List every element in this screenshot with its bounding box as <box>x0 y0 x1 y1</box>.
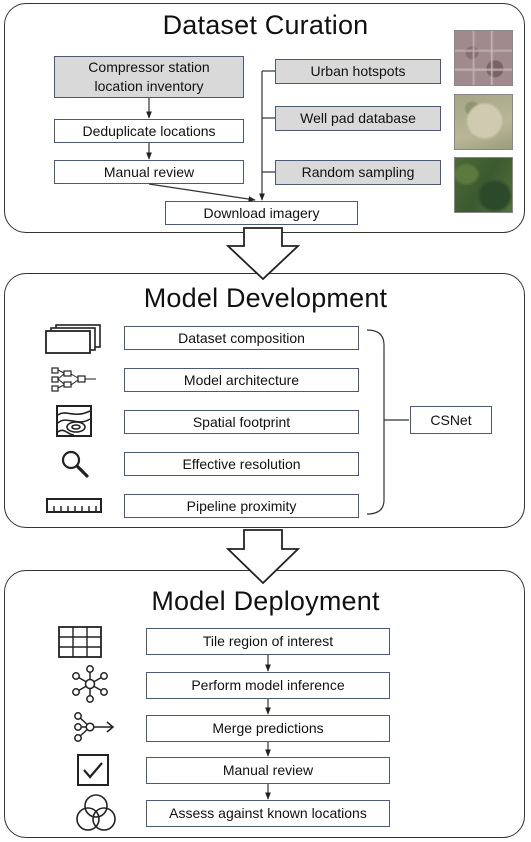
csnet-box: CSNet <box>410 406 492 434</box>
deploy-step-tile-region: Tile region of interest <box>146 628 390 655</box>
big-arrow-development-to-deployment <box>225 529 301 585</box>
source-urban-hotspots: Urban hotspots <box>275 59 441 84</box>
source-well-pad-database: Well pad database <box>275 106 441 131</box>
checkbox-icon <box>77 754 109 786</box>
layers-icon <box>45 324 101 354</box>
deploy-step-model-inference: Perform model inference <box>146 672 390 699</box>
dev-item-pipeline-proximity: Pipeline proximity <box>124 494 359 518</box>
development-title: Model Development <box>143 283 388 313</box>
dev-item-spatial-footprint: Spatial footprint <box>124 410 359 434</box>
grid-icon <box>58 626 102 658</box>
arrow-review-download <box>148 183 256 202</box>
deploy-step-manual-review: Manual review <box>146 757 390 784</box>
random-satellite-thumbnail <box>454 157 513 213</box>
dev-bracket <box>366 329 385 515</box>
network-icon <box>72 665 108 703</box>
deployment-title: Model Deployment <box>151 586 380 616</box>
ruler-icon <box>46 498 102 513</box>
dedupe-box: Deduplicate locations <box>54 119 244 143</box>
big-arrow-curation-to-development <box>225 227 301 281</box>
inventory-box: Compressor station location inventory <box>54 56 244 98</box>
merge-icon <box>74 712 115 742</box>
model-deployment-panel <box>4 570 525 838</box>
download-imagery-box: Download imagery <box>165 201 358 225</box>
architecture-icon <box>51 367 96 392</box>
dev-item-effective-resolution: Effective resolution <box>124 452 359 476</box>
dev-item-model-architecture: Model architecture <box>124 368 359 392</box>
footprint-icon <box>56 405 92 437</box>
deploy-step-assess: Assess against known locations <box>146 800 390 827</box>
manual-review-box: Manual review <box>54 160 244 184</box>
source-random-sampling: Random sampling <box>275 160 441 185</box>
deploy-step-merge-predictions: Merge predictions <box>146 715 390 742</box>
venn-icon <box>76 794 116 831</box>
wellpad-satellite-thumbnail <box>454 94 513 150</box>
urban-satellite-thumbnail <box>454 30 513 86</box>
curation-title: Dataset Curation <box>162 10 369 40</box>
dev-item-dataset-composition: Dataset composition <box>124 326 359 350</box>
magnifier-icon <box>61 450 89 478</box>
